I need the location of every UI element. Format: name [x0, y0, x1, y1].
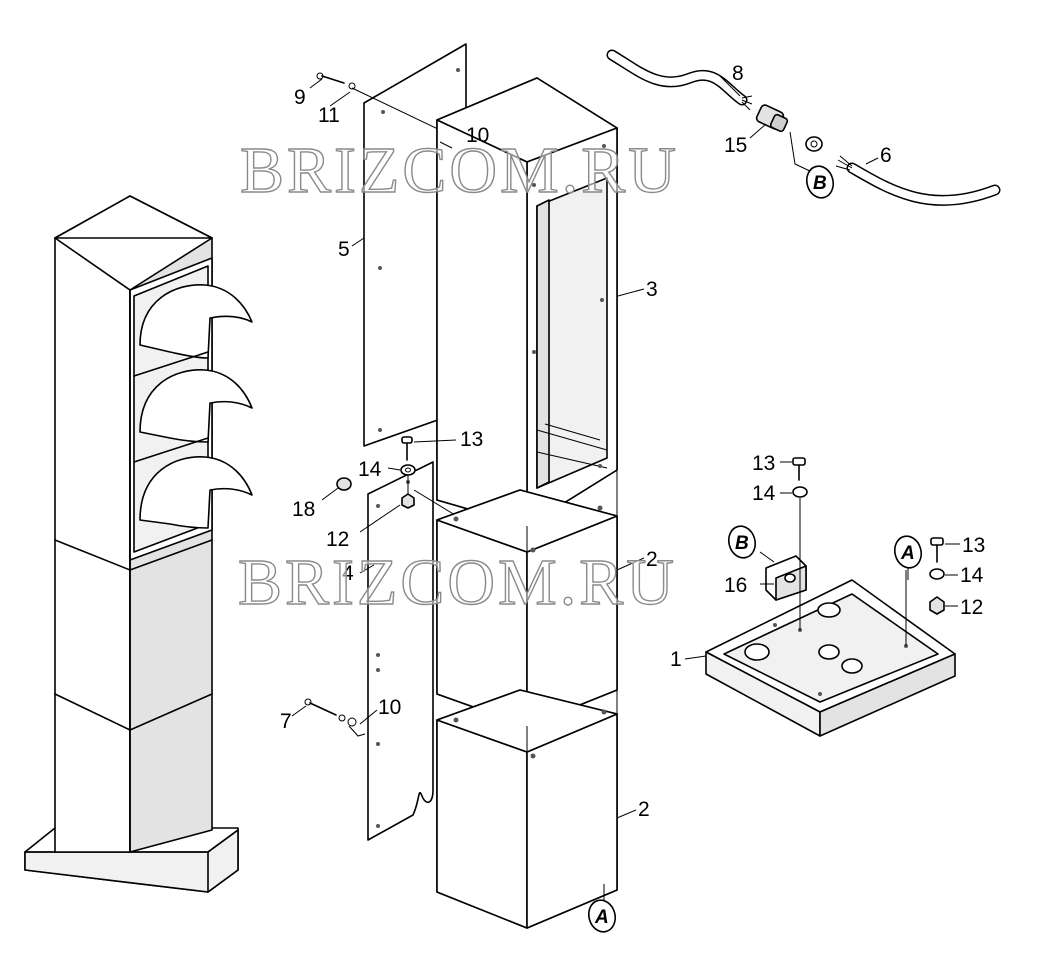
watermarks: BRIZCOM.RU BRIZCOM.RU: [237, 133, 679, 619]
badge-a-base: A: [900, 543, 915, 564]
frame-section-upper: [436, 77, 618, 527]
callout-12-panel: 12: [326, 528, 349, 551]
callout-1: 1: [670, 648, 682, 671]
mounting-bracket: [765, 555, 807, 601]
base-hardware: [905, 537, 945, 646]
callout-12-base: 12: [960, 596, 983, 619]
callout-10-bottom: 10: [378, 696, 401, 719]
callout-13-panel: 13: [460, 428, 483, 451]
callout-5: 5: [338, 238, 350, 261]
callout-2-middle: 2: [646, 548, 658, 571]
reference-badges: A A B B: [587, 165, 923, 933]
callout-11: 11: [318, 104, 340, 127]
callout-14-panel: 14: [358, 458, 382, 481]
callout-10-top: 10: [466, 124, 489, 147]
callout-2-bottom: 2: [638, 798, 650, 821]
rear-panel-lower: [304, 436, 456, 841]
leader-lines: [291, 75, 960, 900]
callout-7: 7: [280, 710, 292, 733]
callout-labels: 9 11 10 5 3 13 14 18 12 4 2 2 7 10 8 15 …: [280, 62, 985, 821]
badge-b-cable: B: [813, 173, 827, 194]
callout-15: 15: [724, 134, 747, 157]
assembled-traffic-light: [24, 195, 253, 893]
callout-9: 9: [294, 86, 306, 109]
callout-14-base: 14: [960, 564, 984, 587]
callout-6: 6: [880, 144, 892, 167]
callout-16: 16: [724, 574, 747, 597]
cable-assembly: [606, 49, 1001, 206]
badge-a-bottom: A: [594, 907, 609, 928]
box-section-middle: [436, 470, 618, 727]
callout-14-bracket: 14: [752, 482, 776, 505]
base-plate: [705, 579, 956, 737]
callout-4: 4: [342, 562, 354, 585]
callout-13-bracket: 13: [752, 452, 775, 475]
watermark-top: BRIZCOM.RU: [240, 134, 679, 207]
badge-b-bracket: B: [735, 533, 749, 554]
watermark-middle: BRIZCOM.RU: [238, 546, 677, 619]
callout-18: 18: [292, 498, 315, 521]
callout-8: 8: [732, 62, 744, 85]
bracket-hardware: [792, 457, 808, 630]
box-section-bottom: [436, 689, 618, 929]
callout-3: 3: [646, 278, 658, 301]
callout-13-base: 13: [962, 534, 985, 557]
